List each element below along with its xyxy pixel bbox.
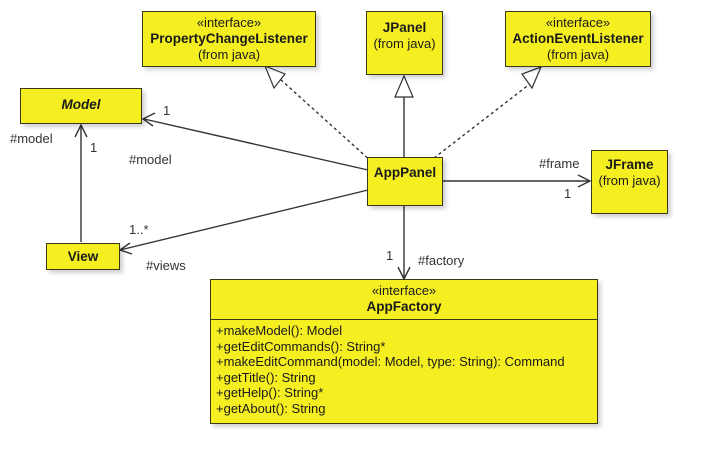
realization-line-property-change-listener: [269, 69, 373, 163]
hollow-triangle-icon: [521, 65, 543, 90]
class-name: JFrame: [605, 157, 654, 172]
class-header: «interface» AppFactory: [211, 280, 597, 320]
operation: +getTitle(): String: [216, 369, 316, 385]
class-view[interactable]: View: [46, 243, 120, 270]
class-name: AppFactory: [366, 299, 442, 314]
hollow-triangle-icon: [263, 64, 286, 90]
class-origin: (from java): [373, 36, 436, 51]
class-name: ActionEventListener: [512, 31, 644, 46]
stereotype-label: «interface»: [196, 15, 262, 30]
class-action-event-listener[interactable]: «interface» ActionEventListener (from ja…: [505, 11, 651, 67]
operation: +getHelp(): String*: [216, 385, 324, 400]
class-origin: (from java): [598, 173, 661, 188]
multiplicity-panel-model: 1: [163, 103, 171, 118]
operation: +makeModel(): Model: [216, 323, 343, 338]
operation: +getAbout(): String: [216, 400, 326, 416]
operation: +getEditCommands(): String*: [216, 338, 386, 354]
multiplicity-panel-views: 1..*: [129, 222, 149, 237]
class-name: Model: [61, 97, 101, 112]
role-panel-views: #views: [146, 258, 186, 273]
class-model[interactable]: Model: [20, 88, 142, 124]
class-jframe[interactable]: JFrame (from java): [591, 150, 668, 214]
class-app-factory[interactable]: «interface» AppFactory +makeModel(): Mod…: [210, 279, 598, 424]
class-app-panel[interactable]: AppPanel: [367, 157, 443, 206]
class-jpanel[interactable]: JPanel (from java): [366, 11, 443, 75]
open-arrow-icon: [577, 174, 592, 188]
association-line-panel-views: [119, 189, 369, 251]
role-panel-factory: #factory: [418, 253, 465, 268]
class-name: JPanel: [382, 20, 427, 35]
open-arrow-icon: [118, 242, 133, 255]
class-property-change-listener[interactable]: «interface» PropertyChangeListener (from…: [142, 11, 316, 67]
open-arrow-icon: [74, 123, 88, 138]
stereotype-label: «interface»: [371, 283, 437, 298]
open-arrow-icon: [141, 112, 156, 127]
class-name: AppPanel: [373, 165, 437, 180]
class-origin: (from java): [546, 47, 610, 62]
class-name: PropertyChangeListener: [150, 31, 308, 46]
role-panel-frame: #frame: [539, 156, 580, 171]
realization-line-action-event-listener: [433, 79, 536, 159]
role-panel-model: #model: [129, 152, 172, 167]
class-origin: (from java): [197, 47, 261, 62]
hollow-triangle-icon: [394, 74, 414, 98]
class-name: View: [67, 249, 99, 264]
operation: +makeEditCommand(model: Model, type: Str…: [216, 354, 565, 369]
multiplicity-panel-factory: 1: [386, 248, 394, 263]
association-line-panel-model: [143, 118, 369, 171]
role-view-model: #model: [10, 131, 53, 146]
multiplicity-view-model: 1: [90, 140, 98, 155]
multiplicity-panel-frame: 1: [564, 186, 572, 201]
stereotype-label: «interface»: [545, 15, 611, 30]
operations-list: +makeModel(): Model +getEditCommands(): …: [211, 320, 597, 419]
